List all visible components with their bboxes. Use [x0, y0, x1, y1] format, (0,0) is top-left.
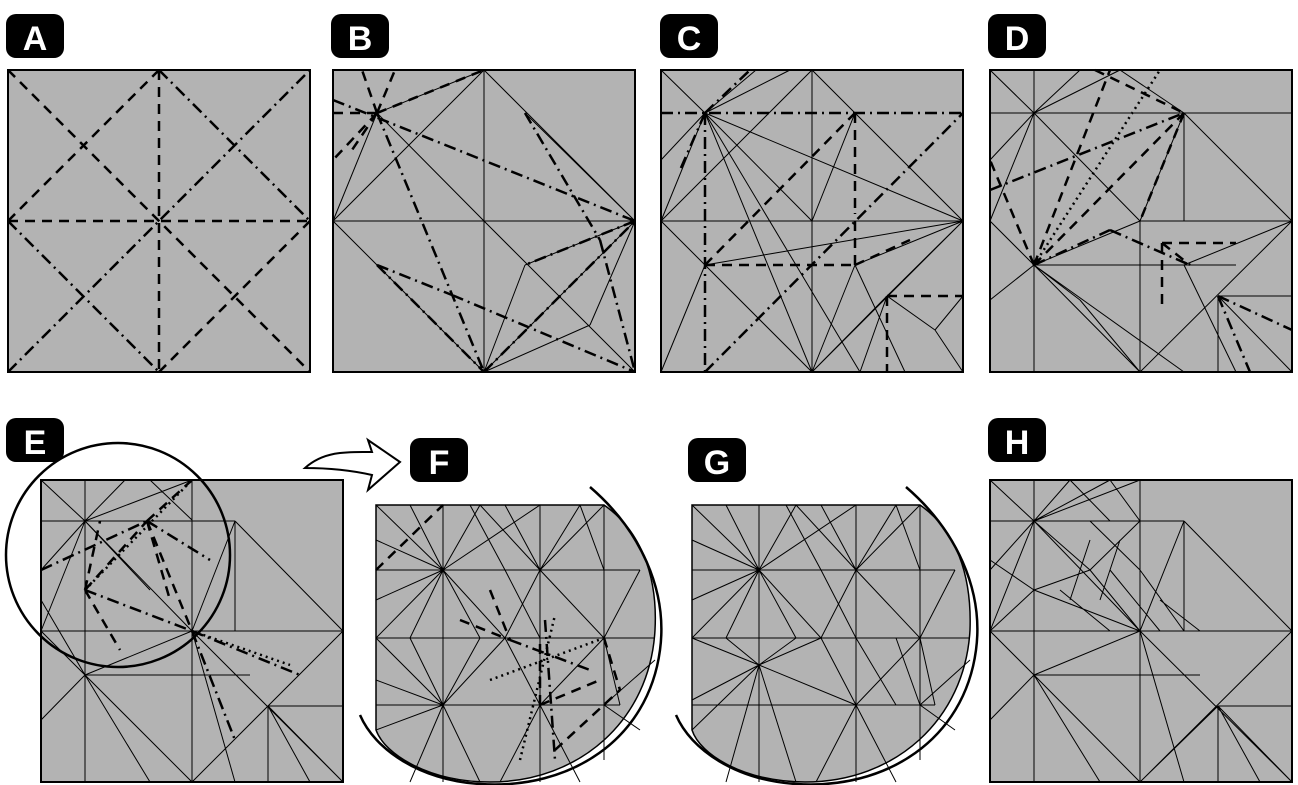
creases-d: [989, 69, 1293, 373]
valley-fold: [375, 504, 622, 751]
panel-b: B: [331, 14, 637, 374]
mountain-fold: [40, 519, 301, 741]
panel-e: E: [4, 418, 402, 783]
rotate-arc-f: [358, 486, 663, 785]
creases-f: [375, 504, 656, 783]
zoom-arrow-icon: [302, 437, 402, 493]
mountain-fold: [332, 98, 637, 374]
panel-d: D: [988, 14, 1293, 373]
badge-a-label: A: [23, 20, 48, 58]
creases-g: [691, 504, 971, 783]
badge-b-label: B: [348, 20, 373, 58]
valley-fold: [83, 479, 194, 651]
mountain-fold: [7, 69, 311, 373]
zoom-circle: [4, 441, 232, 669]
badge-d-label: D: [1005, 20, 1030, 58]
mountain-fold: [989, 111, 1293, 373]
dotted-fold: [84, 479, 291, 667]
badge-g-label: G: [704, 444, 730, 482]
badge-a: A: [6, 14, 64, 58]
badge-h-label: H: [1005, 424, 1030, 462]
badge-c: C: [660, 14, 718, 58]
dotted-fold: [489, 614, 605, 761]
zoomed-region-g: [691, 504, 971, 783]
panel-c: C: [660, 14, 964, 373]
mountain-fold: [509, 619, 591, 761]
badge-e-label: E: [24, 424, 47, 462]
creases-h: [989, 479, 1293, 783]
panel-g: G: [674, 438, 979, 785]
valley-fold: [704, 112, 963, 372]
badge-f: F: [410, 438, 468, 482]
badge-b: B: [331, 14, 389, 58]
panel-f: F: [358, 438, 663, 785]
mountain-fold: [661, 69, 964, 373]
valley-fold: [332, 68, 485, 161]
badge-f-label: F: [429, 444, 450, 482]
valley-fold: [988, 68, 1236, 310]
dotted-fold: [1032, 69, 1162, 266]
badge-c-label: C: [677, 20, 702, 58]
badge-e: E: [6, 418, 64, 462]
panel-a: A: [6, 14, 311, 373]
rotate-arc-g: [674, 486, 979, 785]
valley-fold: [7, 69, 311, 373]
panel-h: H: [988, 418, 1293, 783]
badge-g: G: [688, 438, 746, 482]
badge-d: D: [988, 14, 1046, 58]
badge-h: H: [988, 418, 1046, 462]
